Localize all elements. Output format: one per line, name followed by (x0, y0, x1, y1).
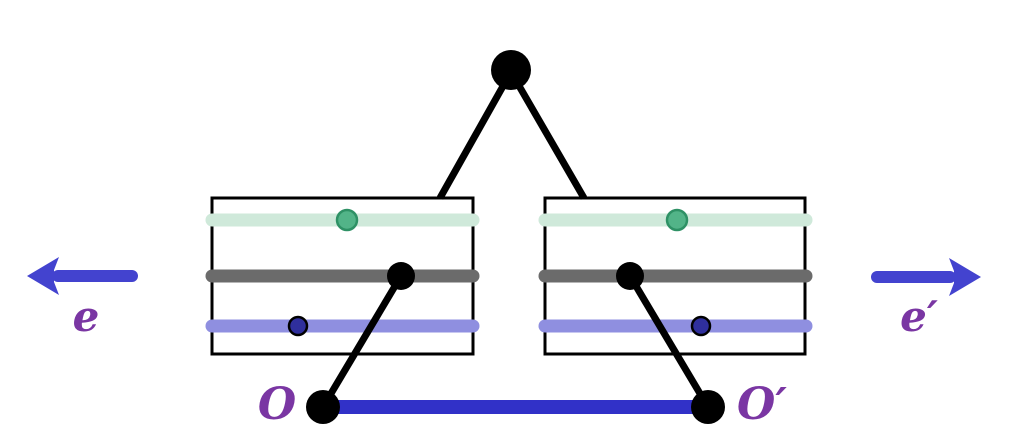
label-O-prime: O′ (737, 379, 787, 430)
green-marker-left (335, 208, 359, 232)
green-marker-right (665, 208, 689, 232)
black-marker-left (387, 262, 415, 290)
right-arrow-head-icon (949, 258, 981, 296)
black-marker-right (616, 262, 644, 290)
label-e-prime: e′ (900, 292, 938, 341)
navy-marker-right (690, 315, 712, 337)
O-vertex-dot (306, 390, 340, 424)
left-arrow (27, 257, 138, 295)
O-prime-vertex-dot (691, 390, 725, 424)
edge-apex-to-left-box (436, 70, 515, 200)
apex-vertex-dot (491, 50, 531, 90)
label-e: e (73, 292, 100, 341)
edge-apex-to-right-box (507, 70, 588, 200)
edge-right-box-to-O-prime (626, 274, 712, 409)
label-O: O (258, 379, 296, 430)
navy-marker-left (287, 315, 309, 337)
right-arrow (871, 258, 981, 296)
edge-left-box-to-O (319, 274, 405, 409)
left-arrow-head-icon (27, 257, 59, 295)
